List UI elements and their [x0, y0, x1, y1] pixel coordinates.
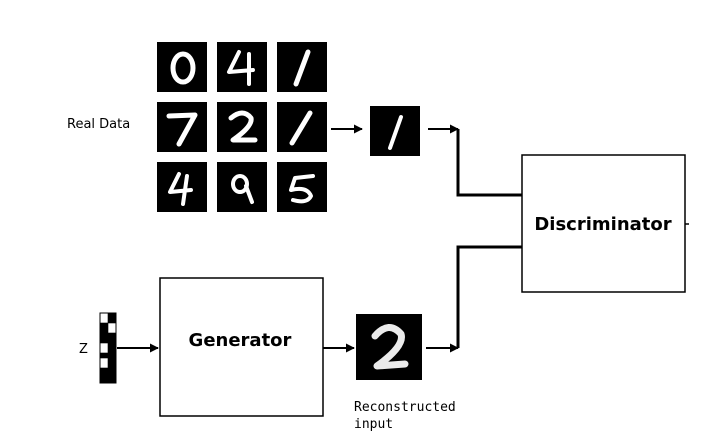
- reconstructed-input-label-line2: input: [354, 417, 393, 432]
- digit-tile-9: [217, 162, 267, 212]
- generated-sample-tile: [356, 314, 422, 380]
- real-sample-tile: [370, 106, 420, 156]
- digit-tile-4b: [157, 162, 207, 212]
- digit-tile-5: [277, 162, 327, 212]
- generator-label: Generator: [189, 330, 292, 351]
- noise-vector: [99, 312, 117, 384]
- discriminator-box: [521, 154, 686, 293]
- real-data-grid: [157, 42, 327, 212]
- digit-tile-1b: [277, 102, 327, 152]
- z-label: Z: [79, 342, 88, 357]
- real-data-label: Real Data: [67, 117, 130, 132]
- digit-tile-4: [217, 42, 267, 92]
- discriminator-label: Discriminator: [534, 214, 671, 235]
- connector-generated-to-discriminator: [456, 245, 522, 348]
- digit-tile-0: [157, 42, 207, 92]
- digit-tile-1: [277, 42, 327, 92]
- digit-tile-7: [157, 102, 207, 152]
- generator-box: [159, 277, 324, 417]
- reconstructed-input-label-line1: Reconstructed: [354, 400, 456, 415]
- digit-tile-2: [217, 102, 267, 152]
- connector-real-to-discriminator: [456, 129, 522, 197]
